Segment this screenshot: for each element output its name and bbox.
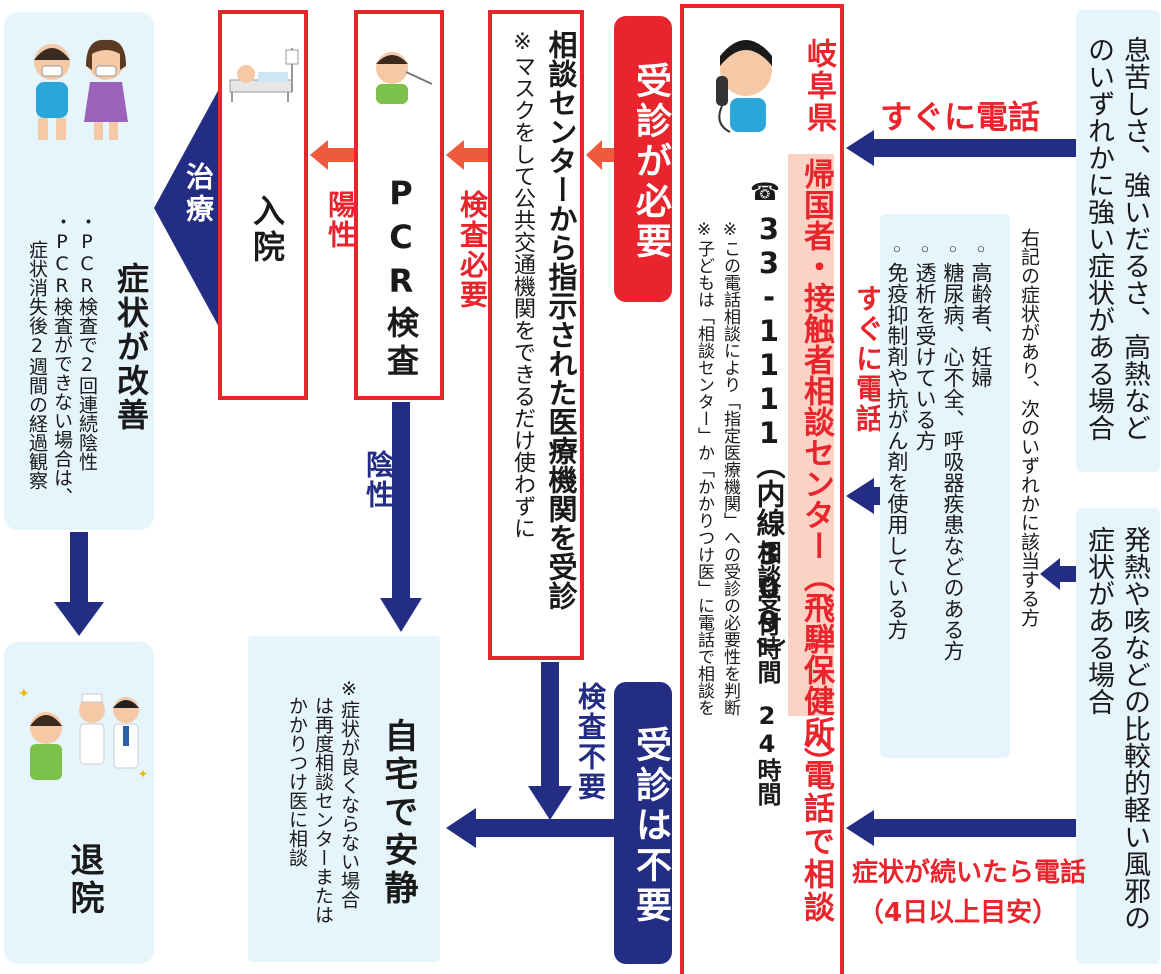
arrow-to-home-horizontal [446, 808, 622, 848]
call-now-label-1: すぐに電話 [880, 98, 1041, 136]
arrow-mild-to-center [846, 810, 1076, 846]
home-note-2: は再度相談センターまたは [312, 696, 334, 924]
patient-bed-icon [229, 48, 299, 102]
center-name-band [788, 154, 834, 716]
risk-item-2: ◦糖尿病、心不全、呼吸器疾患などのある方 [941, 238, 965, 661]
arrow-mild-to-risk [1040, 558, 1076, 590]
mild-box: 発熱や咳などの比較的軽い風邪の症状がある場合 [1076, 508, 1160, 964]
svg-text:✦: ✦ [18, 686, 30, 702]
consult-note: ※マスクをして公共交通機関をできるだけ使わずに [510, 30, 535, 539]
home-note-3: かかりつけ医に相談 [286, 696, 308, 867]
arrow-risk-to-center [846, 478, 882, 514]
risk-item-1: ◦高齢者、妊婦 [969, 238, 993, 388]
improve-box: 症状が改善 ・PCR検査で2回連続陰性 ・PCR検査ができない場合は、 症状消失… [4, 12, 154, 530]
hospital-box: 入院 [218, 10, 308, 400]
improve-note-1: ・PCR検査で2回連続陰性 [76, 212, 98, 471]
doctors-illustration: ✦ ✦ [18, 686, 148, 781]
improve-note-3: 症状消失後2週間の経過観察 [26, 240, 48, 490]
arrow-consult-to-pcr [446, 140, 490, 170]
arrow-visit-to-consult [586, 140, 622, 170]
phone-icon: ☎ [750, 178, 780, 206]
arrow-severe-to-center [846, 130, 1076, 166]
home-note-1: ※症状が良くならない場合 [338, 678, 360, 909]
home-box: 自宅で安静 ※症状が良くならない場合 は再度相談センターまたは かかりつけ医に相… [248, 636, 440, 962]
severe-box: 息苦しさ、強いだるさ、高熱などのいずれかに強い症状がある場合 [1076, 10, 1160, 472]
consult-main: 相談センターから指示された医療機関を受診 [544, 30, 578, 610]
improve-title: 症状が改善 [112, 262, 150, 432]
test-needed-label: 検査必要 [456, 190, 489, 310]
center-call: へ電話で相談 [798, 726, 834, 924]
negative-label: 陰性 [362, 450, 395, 510]
visit-not-needed-pill: 受診は不要 [614, 682, 672, 964]
visit-needed-label: 受診が必要 [630, 62, 671, 262]
center-note-2: ※子どもは「相談センター」か「かかりつけ医」に電話で相談を [694, 220, 714, 716]
swab-test-icon [376, 52, 433, 104]
arrow-improve-to-discharge [54, 532, 104, 636]
risk-item-4: ◦免疫抑制剤や抗がん剤を使用している方 [885, 238, 909, 640]
center-phone: 33-1111（内線309） [752, 212, 786, 668]
risk-item-3: ◦透析を受けている方 [913, 238, 937, 451]
improve-note-2: ・PCR検査ができない場合は、 [51, 212, 73, 506]
visit-needed-pill: 受診が必要 [614, 16, 672, 302]
days-hint-label: （4日以上目安） [858, 898, 1059, 928]
pcr-label: PCR検査 [382, 174, 420, 382]
arrow-consult-to-home [528, 662, 572, 820]
treatment-triangle [154, 76, 226, 340]
risk-title: 右記の症状があり、次のいずれかに該当する方 [1018, 228, 1040, 627]
arrow-pcr-to-home [380, 402, 422, 632]
center-hours-label: 相談受付時間 [753, 540, 781, 684]
phone-person-icon [716, 40, 772, 133]
treatment-label: 治療 [182, 162, 215, 226]
mild-text: 発熱や咳などの比較的軽い風邪の症状がある場合 [1083, 526, 1150, 931]
visit-not-needed-label: 受診は不要 [630, 726, 671, 926]
center-pref: 岐阜県 [801, 38, 836, 134]
risk-box: ◦高齢者、妊婦 ◦糖尿病、心不全、呼吸器疾患などのある方 ◦透析を受けている方 … [880, 214, 1010, 758]
discharge-label: 退院 [64, 842, 104, 918]
pcr-box: PCR検査 [354, 10, 444, 400]
arrow-pcr-to-hospital [310, 140, 356, 170]
positive-label: 陽性 [324, 190, 357, 250]
consult-box: 相談センターから指示された医療機関を受診 ※マスクをして公共交通機関をできるだけ… [488, 10, 584, 660]
svg-text:✦: ✦ [138, 767, 148, 781]
test-not-needed-label: 検査不要 [574, 682, 607, 802]
hospital-label: 入院 [248, 194, 286, 266]
severe-text: 息苦しさ、強いだるさ、高熱などのいずれかに強い症状がある場合 [1083, 36, 1150, 441]
center-note-1: ※この電話相談により「指定医療機関」への受診の必要性を判断 [720, 220, 740, 716]
center-box: 岐阜県 帰国者・接触者相談センター（飛騨保健所） へ電話で相談 ☎ 33-111… [680, 4, 844, 974]
center-hours-value: 24時間 [753, 702, 781, 806]
center-name: 帰国者・接触者相談センター（飛騨保健所） [798, 158, 834, 778]
children-illustration [34, 39, 128, 140]
home-title: 自宅で安静 [378, 718, 418, 908]
call-now-label-2: すぐに電話 [852, 284, 885, 434]
call-if-continue-label: 症状が続いたら電話 [852, 858, 1087, 888]
discharge-box: ✦ ✦ 退院 [4, 642, 154, 964]
